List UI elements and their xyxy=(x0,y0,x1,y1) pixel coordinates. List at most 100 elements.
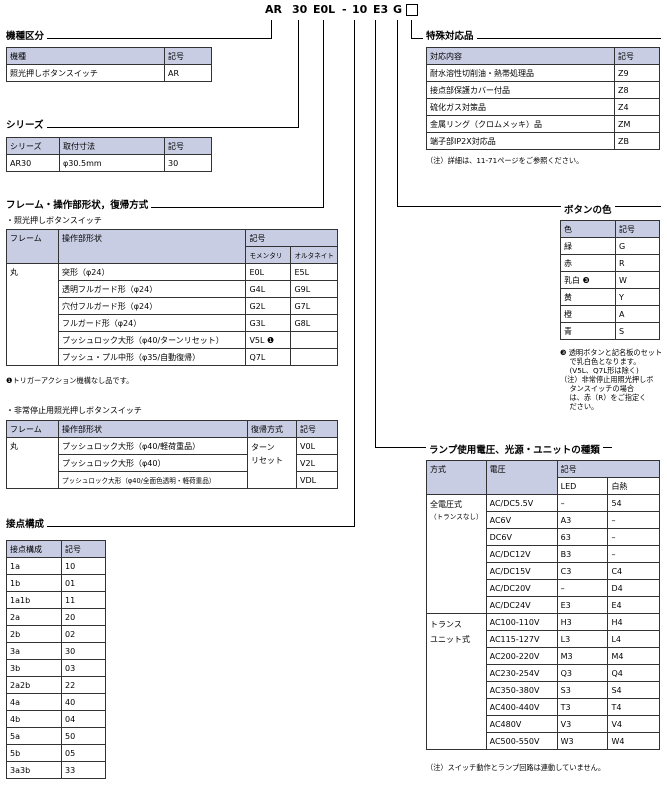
table-cell: 橙 xyxy=(560,305,616,323)
code-special-box xyxy=(406,4,418,16)
table-cell: 11 xyxy=(61,591,106,609)
table-cell: 20 xyxy=(61,608,106,626)
table-cell: S3 xyxy=(556,681,609,699)
table-cell: 耐水溶性切削油・熱帯処理品 xyxy=(426,64,615,82)
table-cell: 黄 xyxy=(560,288,616,306)
table-cell: Z4 xyxy=(614,98,660,116)
table-cell xyxy=(290,348,338,366)
table-cell: 透明フルガード形（φ24） xyxy=(57,280,247,298)
table-cell: – xyxy=(556,494,609,512)
table-cell: W3 xyxy=(556,732,609,750)
code-contact: 10 xyxy=(352,3,368,16)
emergency-table: フレーム操作部形状復帰方式記号 丸プッシュロック大形（φ40/軽荷重品）ターンリ… xyxy=(6,420,338,489)
table-cell: VDL xyxy=(296,471,338,489)
color-note-line: （注）非常停止用照光押しボ xyxy=(560,375,654,384)
table-cell: A3 xyxy=(556,511,609,529)
table-cell: 01 xyxy=(61,574,106,592)
table-cell: C3 xyxy=(556,562,609,580)
color-note-line: ださい。 xyxy=(560,402,599,411)
color-note-line: ❸ 透明ボタンと記名板のセット xyxy=(560,348,663,357)
color-header: 色 xyxy=(560,220,616,238)
model-header-type: 機種 xyxy=(6,47,165,65)
code-dash: - xyxy=(342,3,347,16)
table-cell: AC230-254V xyxy=(485,664,558,682)
table-cell: 1a1b xyxy=(6,591,62,609)
color-note-line: は、赤（R）をご指定く xyxy=(560,393,647,402)
table-cell: D4 xyxy=(607,579,660,597)
table-cell: 54 xyxy=(607,494,660,512)
frame-subheader: モメンタリ xyxy=(245,246,292,264)
table-cell: M3 xyxy=(556,647,609,665)
table-cell: 4b xyxy=(6,710,62,728)
frame-note-1: ❶トリガーアクション機構なし品です。 xyxy=(6,376,134,385)
code-series: 30 xyxy=(292,3,308,16)
table-cell: 02 xyxy=(61,625,106,643)
table-cell: AC100-110V xyxy=(485,613,558,631)
table-cell: 5a xyxy=(6,727,62,745)
note-mark-3: ❸ xyxy=(582,275,590,285)
table-cell xyxy=(290,331,338,349)
table-cell: – xyxy=(556,579,609,597)
model-title: 機種区分 xyxy=(6,28,48,42)
table-cell: Z8 xyxy=(614,81,660,99)
table-cell: W4 xyxy=(607,732,660,750)
table-cell: 63 xyxy=(556,528,609,546)
table-cell: G xyxy=(615,237,660,255)
table-cell: 4a xyxy=(6,693,62,711)
table-cell: プッシュロック大形（φ40/軽荷重品） xyxy=(58,437,248,455)
table-cell: 30 xyxy=(61,642,106,660)
table-cell: G9L xyxy=(290,280,338,298)
frame-header: 記号 xyxy=(245,229,338,247)
emergency-header: 復帰方式 xyxy=(247,420,297,438)
table-cell: AC500-550V xyxy=(485,732,558,750)
table-cell: AC400-440V xyxy=(485,698,558,716)
emergency-header: 記号 xyxy=(296,420,338,438)
lamp-type-1: 全電圧式 xyxy=(430,500,462,509)
lamp-header: 記号 xyxy=(556,460,661,478)
table-cell: G7L xyxy=(290,297,338,315)
table-cell: 2a xyxy=(6,608,62,626)
lamp-title: ランプ使用電圧、光源・ユニットの種類 xyxy=(426,442,603,456)
special-header: 記号 xyxy=(614,47,660,65)
table-cell: Q7L xyxy=(245,348,292,366)
code-frame: E0L xyxy=(313,3,336,16)
series-header: 取付寸法 xyxy=(59,137,165,155)
table-cell: 硫化ガス対策品 xyxy=(426,98,615,116)
table-cell: プッシュロック大形（φ40/ターンリセット） xyxy=(57,331,247,349)
lamp-type-1-sub: （トランスなし） xyxy=(430,513,483,521)
table-cell: AC/DC5.5V xyxy=(485,494,558,512)
lamp-header: 方式 xyxy=(426,460,487,478)
table-cell: V3 xyxy=(556,715,609,733)
table-cell: DC6V xyxy=(485,528,558,546)
table-cell: E3 xyxy=(556,596,609,614)
frame-title: フレーム・操作部形状，復帰方式 xyxy=(6,197,152,211)
model-header-code: 記号 xyxy=(164,47,212,65)
table-cell: 乳白 ❸ xyxy=(560,271,616,289)
table-cell: G3L xyxy=(245,314,292,332)
table-cell: φ30.5mm xyxy=(59,154,165,172)
table-cell: 1a xyxy=(6,557,62,575)
table-cell: AR30 xyxy=(6,154,60,172)
color-notes: ❸ 透明ボタンと記名板のセット で乳白色となります。 (V5L、Q7L形は除く)… xyxy=(560,348,662,411)
code-ar: AR xyxy=(265,3,282,16)
table-cell: 33 xyxy=(61,761,106,779)
table-cell: 30 xyxy=(164,154,212,172)
table-cell: 金属リング（クロムメッキ）品 xyxy=(426,115,615,133)
table-cell: L4 xyxy=(607,630,660,648)
table-cell: Q4 xyxy=(607,664,660,682)
table-cell: 緑 xyxy=(560,237,616,255)
table-cell: E5L xyxy=(290,263,338,281)
table-cell: W xyxy=(615,271,660,289)
note-mark-1: ❶ xyxy=(267,335,275,345)
contact-title: 接点構成 xyxy=(6,516,48,530)
table-cell: プッシュ・プル中形（φ35/自動復帰） xyxy=(57,348,247,366)
color-header: 記号 xyxy=(615,220,660,238)
table-cell: 2a2b xyxy=(6,676,62,694)
special-header: 対応内容 xyxy=(426,47,615,65)
emergency-header: フレーム xyxy=(6,420,59,438)
table-cell: A xyxy=(615,305,660,323)
table-cell: R xyxy=(615,254,660,272)
table-cell: S xyxy=(615,322,660,340)
